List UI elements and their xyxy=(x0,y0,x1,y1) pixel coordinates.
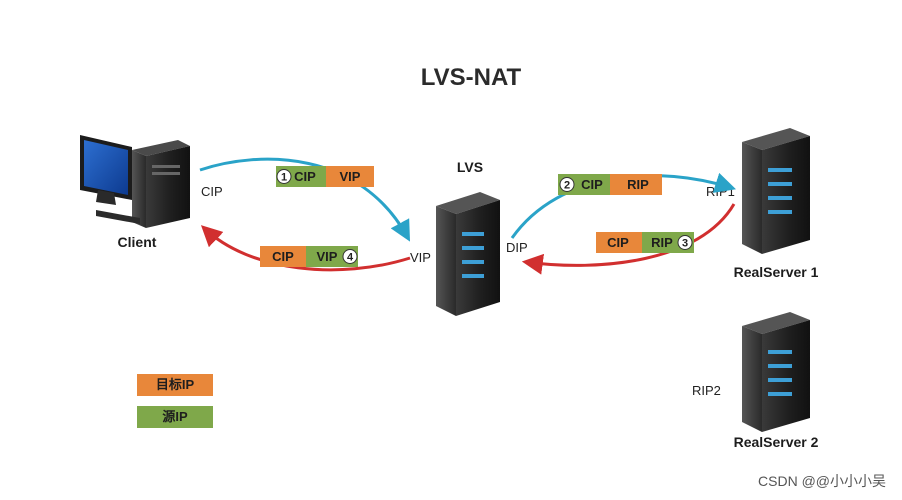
packet-step-4: 4 CIP VIP xyxy=(260,246,358,267)
dip-label: DIP xyxy=(506,240,528,255)
step-number: 1 xyxy=(281,172,287,184)
step-number: 2 xyxy=(564,180,570,192)
cip-label: CIP xyxy=(201,184,223,199)
packet-dest-ip: CIP xyxy=(607,235,629,250)
arrow-realserver-to-lvs xyxy=(521,203,736,275)
realserver-2-icon xyxy=(742,312,810,432)
watermark: CSDN @@小小小吴 xyxy=(758,473,886,489)
vip-label: VIP xyxy=(410,250,431,265)
packet-step-3: 3 CIP RIP xyxy=(596,232,694,253)
packet-source-ip: RIP xyxy=(651,235,673,250)
packet-dest-ip: VIP xyxy=(340,169,361,184)
packet-dest-ip: RIP xyxy=(627,177,649,192)
legend-dest-ip-swatch xyxy=(137,374,213,396)
packet-source-ip: VIP xyxy=(317,249,338,264)
arrow-client-to-lvs xyxy=(199,157,411,242)
step-number: 3 xyxy=(682,238,688,250)
arrow-lvs-to-client xyxy=(200,225,411,272)
realserver-1-label: RealServer 1 xyxy=(734,264,819,280)
client-label: Client xyxy=(118,234,157,250)
realserver-1-icon xyxy=(742,128,810,254)
legend-src-ip-swatch xyxy=(137,406,213,428)
packet-source-ip: CIP xyxy=(294,169,316,184)
legend-dest-ip-label: 目标IP xyxy=(156,377,195,392)
lvs-server-icon xyxy=(436,192,500,316)
packet-dest-ip: CIP xyxy=(272,249,294,264)
diagram-title: LVS-NAT xyxy=(421,64,522,91)
lvs-label: LVS xyxy=(457,159,483,175)
realserver-2-label: RealServer 2 xyxy=(734,434,819,450)
legend: 目标IP 源IP xyxy=(137,374,213,428)
step-number: 4 xyxy=(347,252,354,264)
packet-step-1: 1 CIP VIP xyxy=(276,166,374,187)
rip2-label: RIP2 xyxy=(692,383,721,398)
packet-source-ip: CIP xyxy=(581,177,603,192)
packet-step-2: 2 CIP RIP xyxy=(558,174,662,195)
client-computer-icon xyxy=(80,135,190,228)
legend-src-ip-label: 源IP xyxy=(162,409,188,424)
